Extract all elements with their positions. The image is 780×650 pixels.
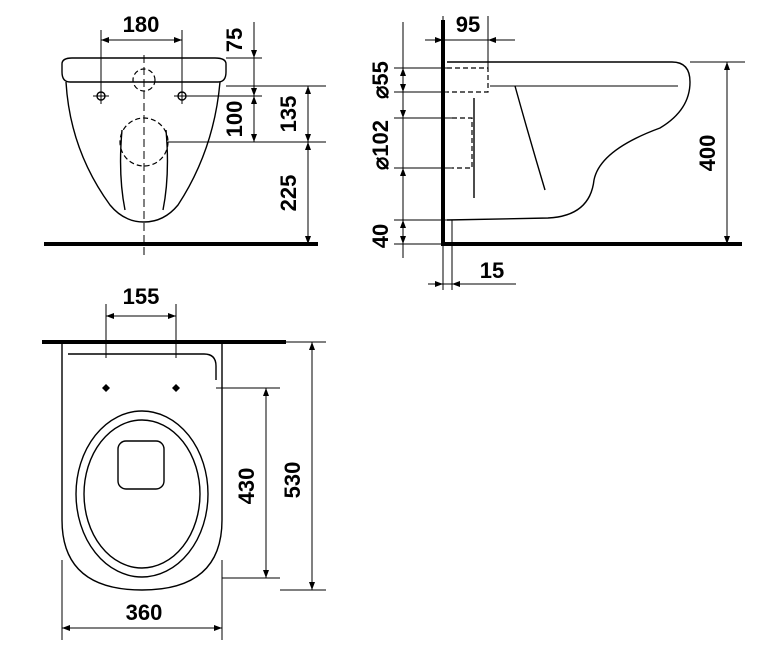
side-dimension-40: 40: [368, 220, 406, 248]
front-bowl-rim: [61, 57, 227, 83]
side-dimension-400: 400: [690, 61, 745, 244]
top-dimension-155: 155: [105, 284, 177, 358]
front-dimension-225: 225: [276, 142, 311, 244]
side-dimension-102-label: ⌀102: [368, 120, 393, 170]
top-dimension-430: 430: [216, 387, 280, 579]
top-rim-outline: [68, 353, 217, 380]
front-dimension-75: 75: [190, 22, 262, 97]
side-dimension-55-label: ⌀55: [368, 61, 393, 99]
side-dimension-102: ⌀102: [368, 110, 406, 176]
front-dimension-135: 135: [226, 85, 326, 143]
side-inlet-hidden: [447, 67, 489, 93]
front-dimension-225-label: 225: [276, 175, 301, 212]
front-dimension-180-label: 180: [123, 12, 160, 37]
side-view: 95 ⌀55 ⌀102 40 400: [368, 12, 745, 290]
side-dimension-15: 15: [428, 220, 516, 290]
top-dimension-155-label: 155: [123, 284, 160, 309]
top-dimension-360-label: 360: [126, 600, 163, 625]
top-seat-inner: [83, 419, 201, 569]
front-dimension-135-label: 135: [276, 96, 301, 133]
side-dimension-95: 95: [425, 12, 515, 68]
top-dimension-360: 360: [61, 560, 223, 640]
side-dimension-15-label: 15: [480, 258, 504, 283]
top-mounting-hole-left: [102, 384, 110, 392]
front-dimension-180: 180: [100, 12, 183, 94]
top-dimension-530: 530: [280, 341, 326, 591]
top-dimension-430-label: 430: [234, 468, 259, 505]
side-dimension-55: ⌀55: [368, 61, 406, 99]
front-bowl-body: [65, 81, 221, 223]
front-dimension-75-label: 75: [222, 28, 247, 52]
top-dimension-530-label: 530: [280, 462, 305, 499]
front-view: 180 75 100 135 225: [44, 12, 326, 255]
front-dimension-100: 100: [168, 96, 262, 143]
side-dimension-400-label: 400: [695, 135, 720, 172]
front-trap: [119, 129, 169, 211]
side-dimension-40-label: 40: [368, 224, 393, 248]
top-view: 155 430 530 360: [42, 284, 326, 640]
side-bowl-profile: [446, 61, 691, 221]
top-seat-outer: [75, 410, 209, 578]
top-bowl-outline: [61, 344, 223, 591]
side-outlet-hidden: [452, 117, 473, 169]
top-mounting-hole-right: [172, 384, 180, 392]
side-dimension-95-label: 95: [456, 12, 480, 37]
top-outlet: [117, 440, 165, 490]
front-dimension-100-label: 100: [222, 101, 247, 138]
side-inner-bowl: [473, 85, 546, 198]
